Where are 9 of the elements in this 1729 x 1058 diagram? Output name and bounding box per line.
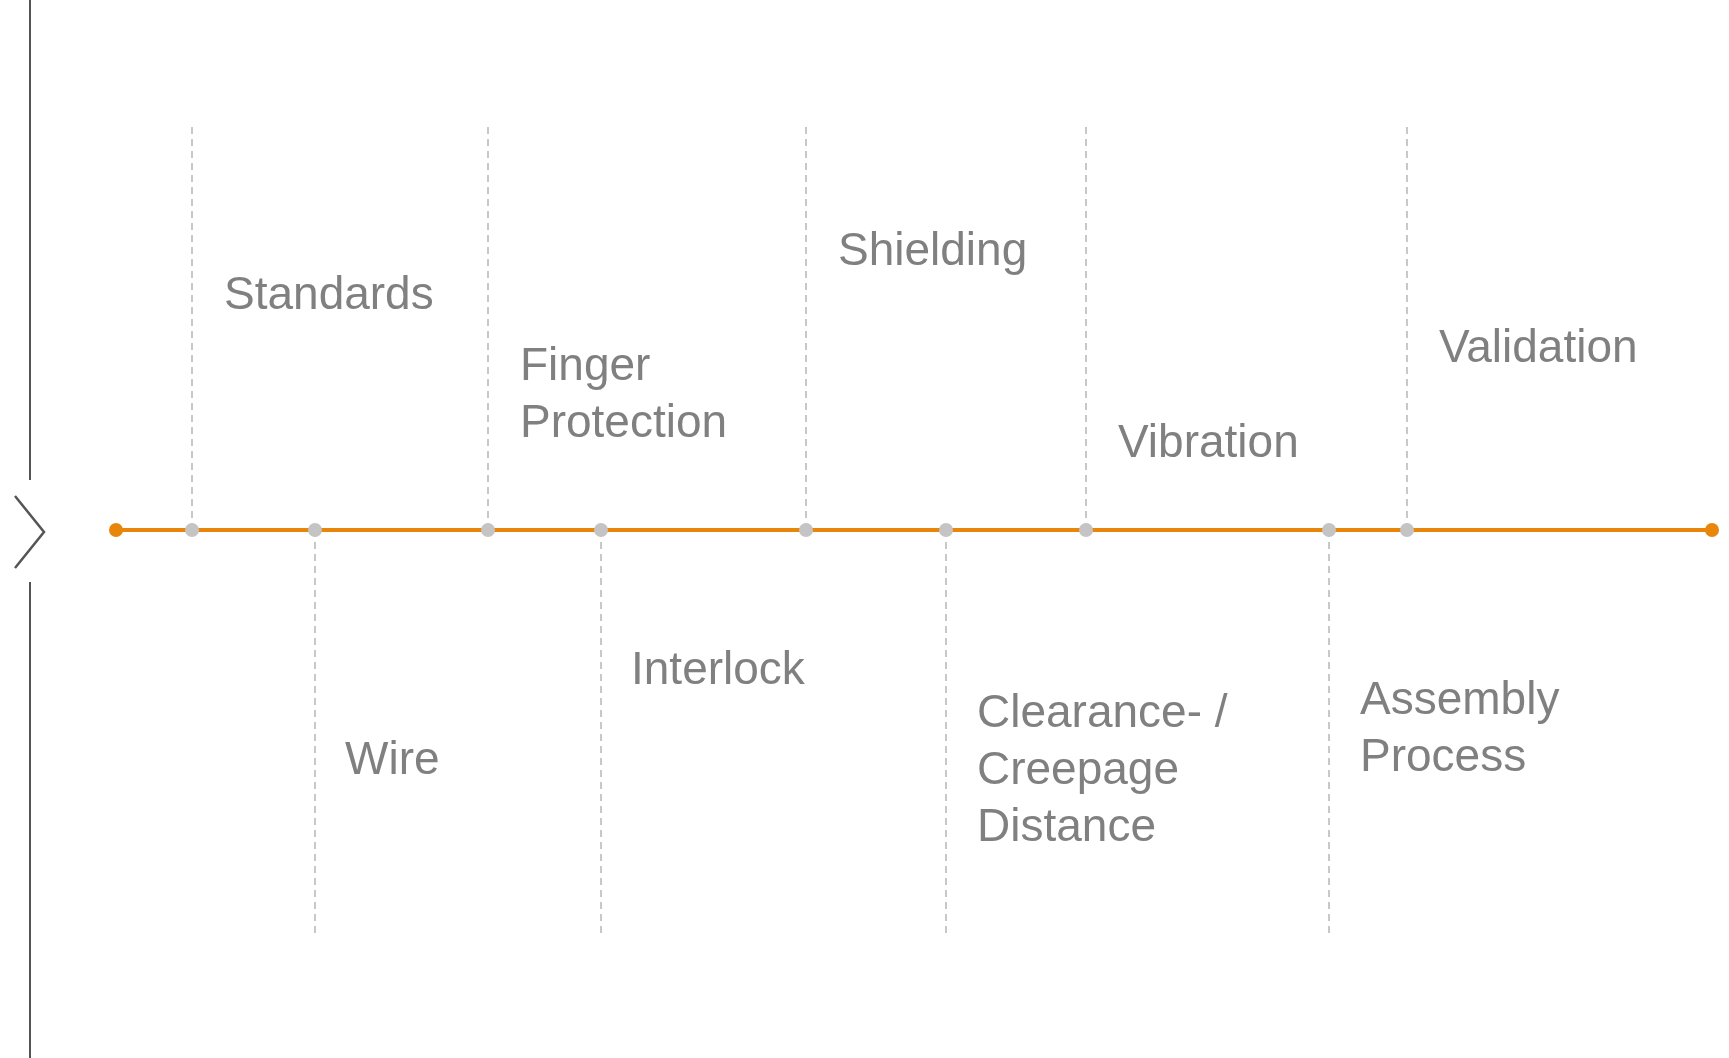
milestone-label: Clearance- / Creepage Distance bbox=[977, 684, 1229, 853]
milestone-label: Assembly Process bbox=[1360, 671, 1561, 783]
milestone-label: Finger Protection bbox=[520, 337, 729, 449]
milestone-label: Wire bbox=[345, 731, 441, 786]
milestone-label: Standards bbox=[224, 266, 435, 321]
milestone-label: Validation bbox=[1439, 319, 1639, 374]
milestone-label: Vibration bbox=[1118, 414, 1300, 469]
milestone-label: Interlock bbox=[631, 641, 806, 696]
milestone-label: Shielding bbox=[838, 222, 1029, 277]
